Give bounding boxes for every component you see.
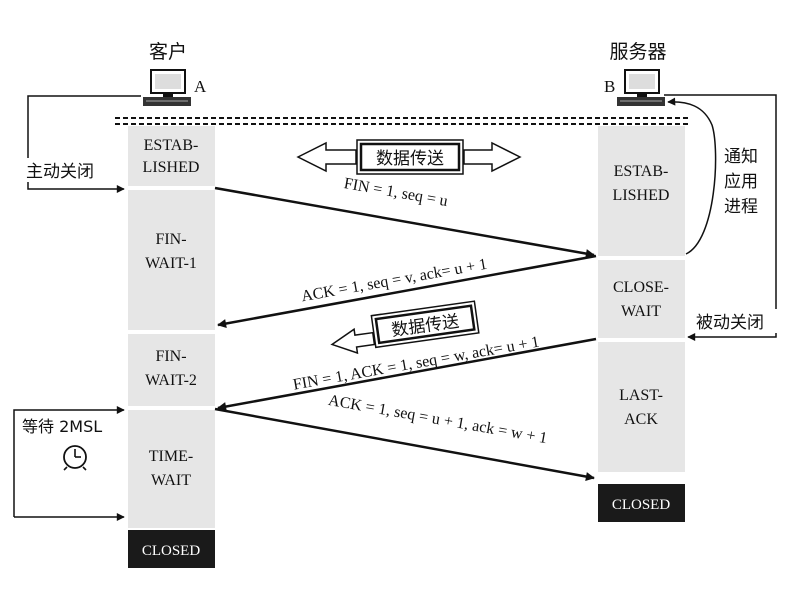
wait-2msl-bracket xyxy=(13,406,125,517)
notify-label-line2: 应用 xyxy=(724,172,758,192)
client-state-established-line2: LISHED xyxy=(143,159,200,176)
client-letter: A xyxy=(194,77,207,96)
notify-label-line3: 进程 xyxy=(724,197,758,217)
client-state-fin-wait-1-box xyxy=(128,190,215,330)
fin1-arrow xyxy=(214,186,595,259)
server-state-last-ack-box xyxy=(598,342,685,472)
client-state-time-wait-line1: TIME- xyxy=(149,448,193,465)
server-state-last-ack-line2: ACK xyxy=(624,411,658,428)
client-closed-label: CLOSED xyxy=(142,543,201,559)
clock-icon xyxy=(63,445,87,471)
computer-icon xyxy=(617,69,665,106)
passive-close-label: 被动关闭 xyxy=(696,313,764,333)
ack2-arrow xyxy=(214,407,595,481)
client-title: 客户 xyxy=(149,41,187,63)
client-state-established-line1: ESTAB- xyxy=(144,137,199,154)
wait-2msl-label-bg xyxy=(18,414,120,438)
server-state-established-line2: LISHED xyxy=(613,187,670,204)
server-state-close-wait-line2: WAIT xyxy=(621,303,661,320)
client-closed-box xyxy=(128,530,215,568)
ack1-arrow xyxy=(217,254,597,328)
server-letter: B xyxy=(604,77,615,96)
ack2-label: ACK = 1, seq = u + 1, ack = w + 1 xyxy=(327,392,549,447)
client-state-fin-wait-1-line1: FIN- xyxy=(155,231,186,248)
data-transfer-label: 数据传送 xyxy=(376,149,444,169)
fin2-arrow xyxy=(217,337,597,411)
client-state-established-box xyxy=(128,126,215,186)
passive-close-label-bg xyxy=(692,309,782,333)
computer-icon xyxy=(143,69,191,106)
server-state-close-wait-line1: CLOSE- xyxy=(613,279,669,296)
passive-close-bracket xyxy=(664,94,777,341)
wait-2msl-label: 等待 2MSL xyxy=(22,417,102,436)
server-closed-box xyxy=(598,484,685,522)
fin1-label: FIN = 1, seq = u xyxy=(343,175,450,210)
data-transfer-double-arrow xyxy=(296,139,522,175)
client-state-time-wait-box xyxy=(128,410,215,528)
data-transfer-left-arrow: 数据传送 xyxy=(330,300,480,355)
server-state-last-ack-line1: LAST- xyxy=(619,387,663,404)
client-state-fin-wait-2-line2: WAIT-2 xyxy=(145,372,197,389)
notify-app-curve xyxy=(667,97,717,255)
active-close-label: 主动关闭 xyxy=(26,162,94,182)
client-state-time-wait-line2: WAIT xyxy=(151,472,191,489)
notify-label-line1: 通知 xyxy=(724,147,758,167)
client-state-fin-wait-2-box xyxy=(128,334,215,406)
client-state-fin-wait-1-line2: WAIT-1 xyxy=(145,255,197,272)
client-state-fin-wait-2-line1: FIN- xyxy=(155,348,186,365)
server-state-close-wait-box xyxy=(598,260,685,338)
active-close-bracket xyxy=(27,95,141,193)
server-state-established-box xyxy=(598,126,685,256)
server-title: 服务器 xyxy=(609,41,666,63)
server-closed-label: CLOSED xyxy=(612,497,671,513)
server-state-established-line1: ESTAB- xyxy=(614,163,669,180)
fin2-label: FIN = 1, ACK = 1, seq = w, ack= u + 1 xyxy=(292,334,541,394)
active-close-label-bg xyxy=(22,158,114,182)
